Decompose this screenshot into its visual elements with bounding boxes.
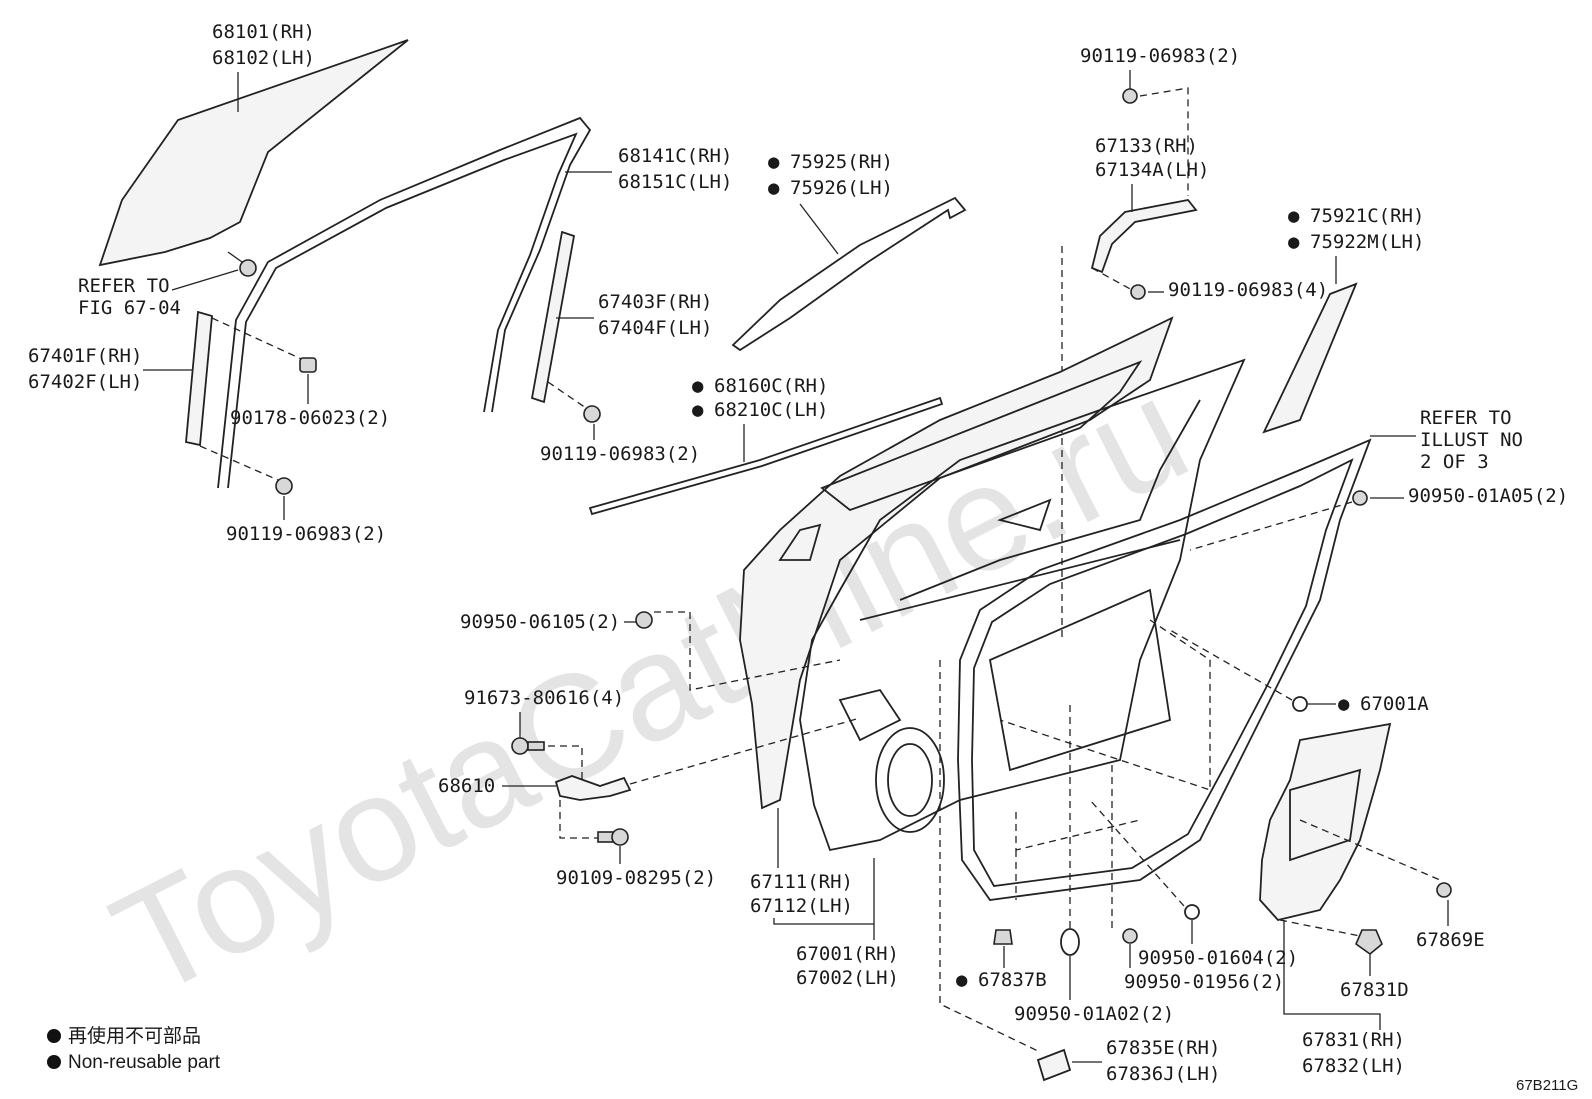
legend-text-en: Non-reusable part	[68, 1052, 221, 1073]
rear-channel-part	[530, 230, 576, 404]
door-panel-label-lh: 67112(LH)	[750, 895, 853, 917]
clip-67837b-label: 67837B	[978, 969, 1047, 991]
lower-clip-assy-label-lh: 67836J(LH)	[1106, 1063, 1220, 1085]
run-channel-part	[217, 116, 592, 489]
door-inner-frame	[799, 358, 1246, 852]
refer-fig-line1: REFER TO	[78, 275, 170, 297]
bracket-label-lh: 67134A(LH)	[1095, 159, 1209, 181]
legend-dot-ja	[47, 1029, 61, 1043]
refer-illust-line3: 2 OF 3	[1420, 451, 1489, 473]
bolt-91673-label: 91673-80616(4)	[464, 687, 624, 709]
legend: 再使用不可部品 Non-reusable part	[47, 1025, 221, 1073]
upper-moulding-dot-rh: ●	[768, 151, 780, 173]
door-glass	[98, 39, 409, 267]
garnish-part	[1262, 282, 1358, 434]
bolt-channel-rear-icon	[583, 405, 601, 423]
clip-67831d-icon	[1355, 929, 1383, 956]
bolt-lower-front-label: 90119-06983(2)	[226, 523, 386, 545]
bolt-91673-icon	[511, 737, 545, 755]
plug-90950-01a02-label: 90950-01A02(2)	[1014, 1003, 1174, 1025]
upper-moulding-part	[731, 196, 967, 352]
door-weatherstrip-ring	[957, 438, 1372, 901]
service-hole-cover-part	[1259, 722, 1392, 921]
hole-cover-icon	[1292, 696, 1308, 712]
bolt-bracket-label: 90119-06983(4)	[1168, 279, 1328, 301]
door-assy-label-rh: 67001(RH)	[796, 943, 899, 965]
bolt-top-icon	[1122, 88, 1138, 104]
bolt-90109-icon	[597, 828, 629, 846]
bolt-top-label: 90119-06983(2)	[1080, 45, 1240, 67]
nut-90178-icon	[299, 357, 317, 373]
service-hole-cover-label-lh: 67832(LH)	[1302, 1055, 1405, 1077]
rear-channel-label-rh: 67403F(RH)	[598, 291, 712, 313]
hole-cover-label: 67001A	[1360, 693, 1429, 715]
plug-90950-01956-icon	[1122, 928, 1138, 944]
glass-label-lh: 68102(LH)	[212, 47, 315, 69]
weatherstrip-dot-rh: ●	[692, 375, 704, 397]
door-panel-label-rh: 67111(RH)	[750, 871, 853, 893]
clip-67869e-label: 67869E	[1416, 929, 1485, 951]
legend-dot-en	[47, 1055, 61, 1069]
bolt-lower-front-icon	[275, 477, 293, 495]
front-channel-part	[185, 310, 213, 447]
legend-text-ja: 再使用不可部品	[68, 1025, 201, 1047]
plug-90950-01a02-icon	[1060, 928, 1080, 956]
plug-90950-01956-label: 90950-01956(2)	[1124, 971, 1284, 993]
bracket-label-rh: 67133(RH)	[1095, 135, 1198, 157]
garnish-label-lh: 75922M(LH)	[1310, 231, 1424, 253]
plug-90950-01604-label: 90950-01604(2)	[1138, 947, 1298, 969]
garnish-label-rh: 75921C(RH)	[1310, 205, 1424, 227]
clip-90950-01a05-label: 90950-01A05(2)	[1408, 485, 1568, 507]
weatherstrip-dot-lh: ●	[692, 399, 704, 421]
refer-fig-line2: FIG 67-04	[78, 297, 181, 319]
front-channel-label-rh: 67401F(RH)	[28, 345, 142, 367]
check-label: 68610	[438, 775, 495, 797]
outer-weatherstrip-part	[588, 396, 944, 516]
upper-moulding-label-rh: 75925(RH)	[790, 151, 893, 173]
clip-67837b-icon	[993, 929, 1013, 945]
clip-67869e-icon	[1436, 882, 1452, 898]
garnish-dot-lh: ●	[1288, 231, 1300, 253]
plug-90950-06105-label: 90950-06105(2)	[460, 611, 620, 633]
bolt-90109-label: 90109-08295(2)	[556, 867, 716, 889]
glass-label-rh: 68101(RH)	[212, 21, 315, 43]
refer-illust-line1: REFER TO	[1420, 407, 1512, 429]
front-channel-label-lh: 67402F(LH)	[28, 371, 142, 393]
bolt-bracket-icon	[1130, 284, 1146, 300]
lower-clip-assy-label-rh: 67835E(RH)	[1106, 1037, 1220, 1059]
bolt-channel-rear-label: 90119-06983(2)	[540, 443, 700, 465]
upper-moulding-dot-lh: ●	[768, 177, 780, 199]
clip-67837b-dot: ●	[956, 969, 968, 991]
garnish-dot-rh: ●	[1288, 205, 1300, 227]
plug-90950-01604-icon	[1184, 904, 1200, 920]
upper-moulding-label-lh: 75926(LH)	[790, 177, 893, 199]
lower-clip-assy-part	[1036, 1048, 1072, 1082]
clip-90950-01a05-icon	[1352, 490, 1368, 506]
door-assy-label-lh: 67002(LH)	[796, 967, 899, 989]
nut-90178-label: 90178-06023(2)	[230, 407, 390, 429]
glass-bolt-icon	[227, 251, 257, 277]
diagram-code: 67B211G	[1516, 1077, 1578, 1094]
weatherstrip-label-lh: 68210C(LH)	[714, 399, 828, 421]
plug-90950-06105-icon	[635, 611, 653, 629]
door-check-part	[554, 775, 632, 801]
bracket-part	[1090, 199, 1198, 274]
run-channel-label-lh: 68151C(LH)	[618, 171, 732, 193]
weatherstrip-label-rh: 68160C(RH)	[714, 375, 828, 397]
clip-67831d-label: 67831D	[1340, 979, 1409, 1001]
refer-illust-line2: ILLUST NO	[1420, 429, 1523, 451]
run-channel-label-rh: 68141C(RH)	[618, 145, 732, 167]
rear-channel-label-lh: 67404F(LH)	[598, 317, 712, 339]
hole-cover-dot: ●	[1338, 693, 1350, 715]
service-hole-cover-label-rh: 67831(RH)	[1302, 1029, 1405, 1051]
